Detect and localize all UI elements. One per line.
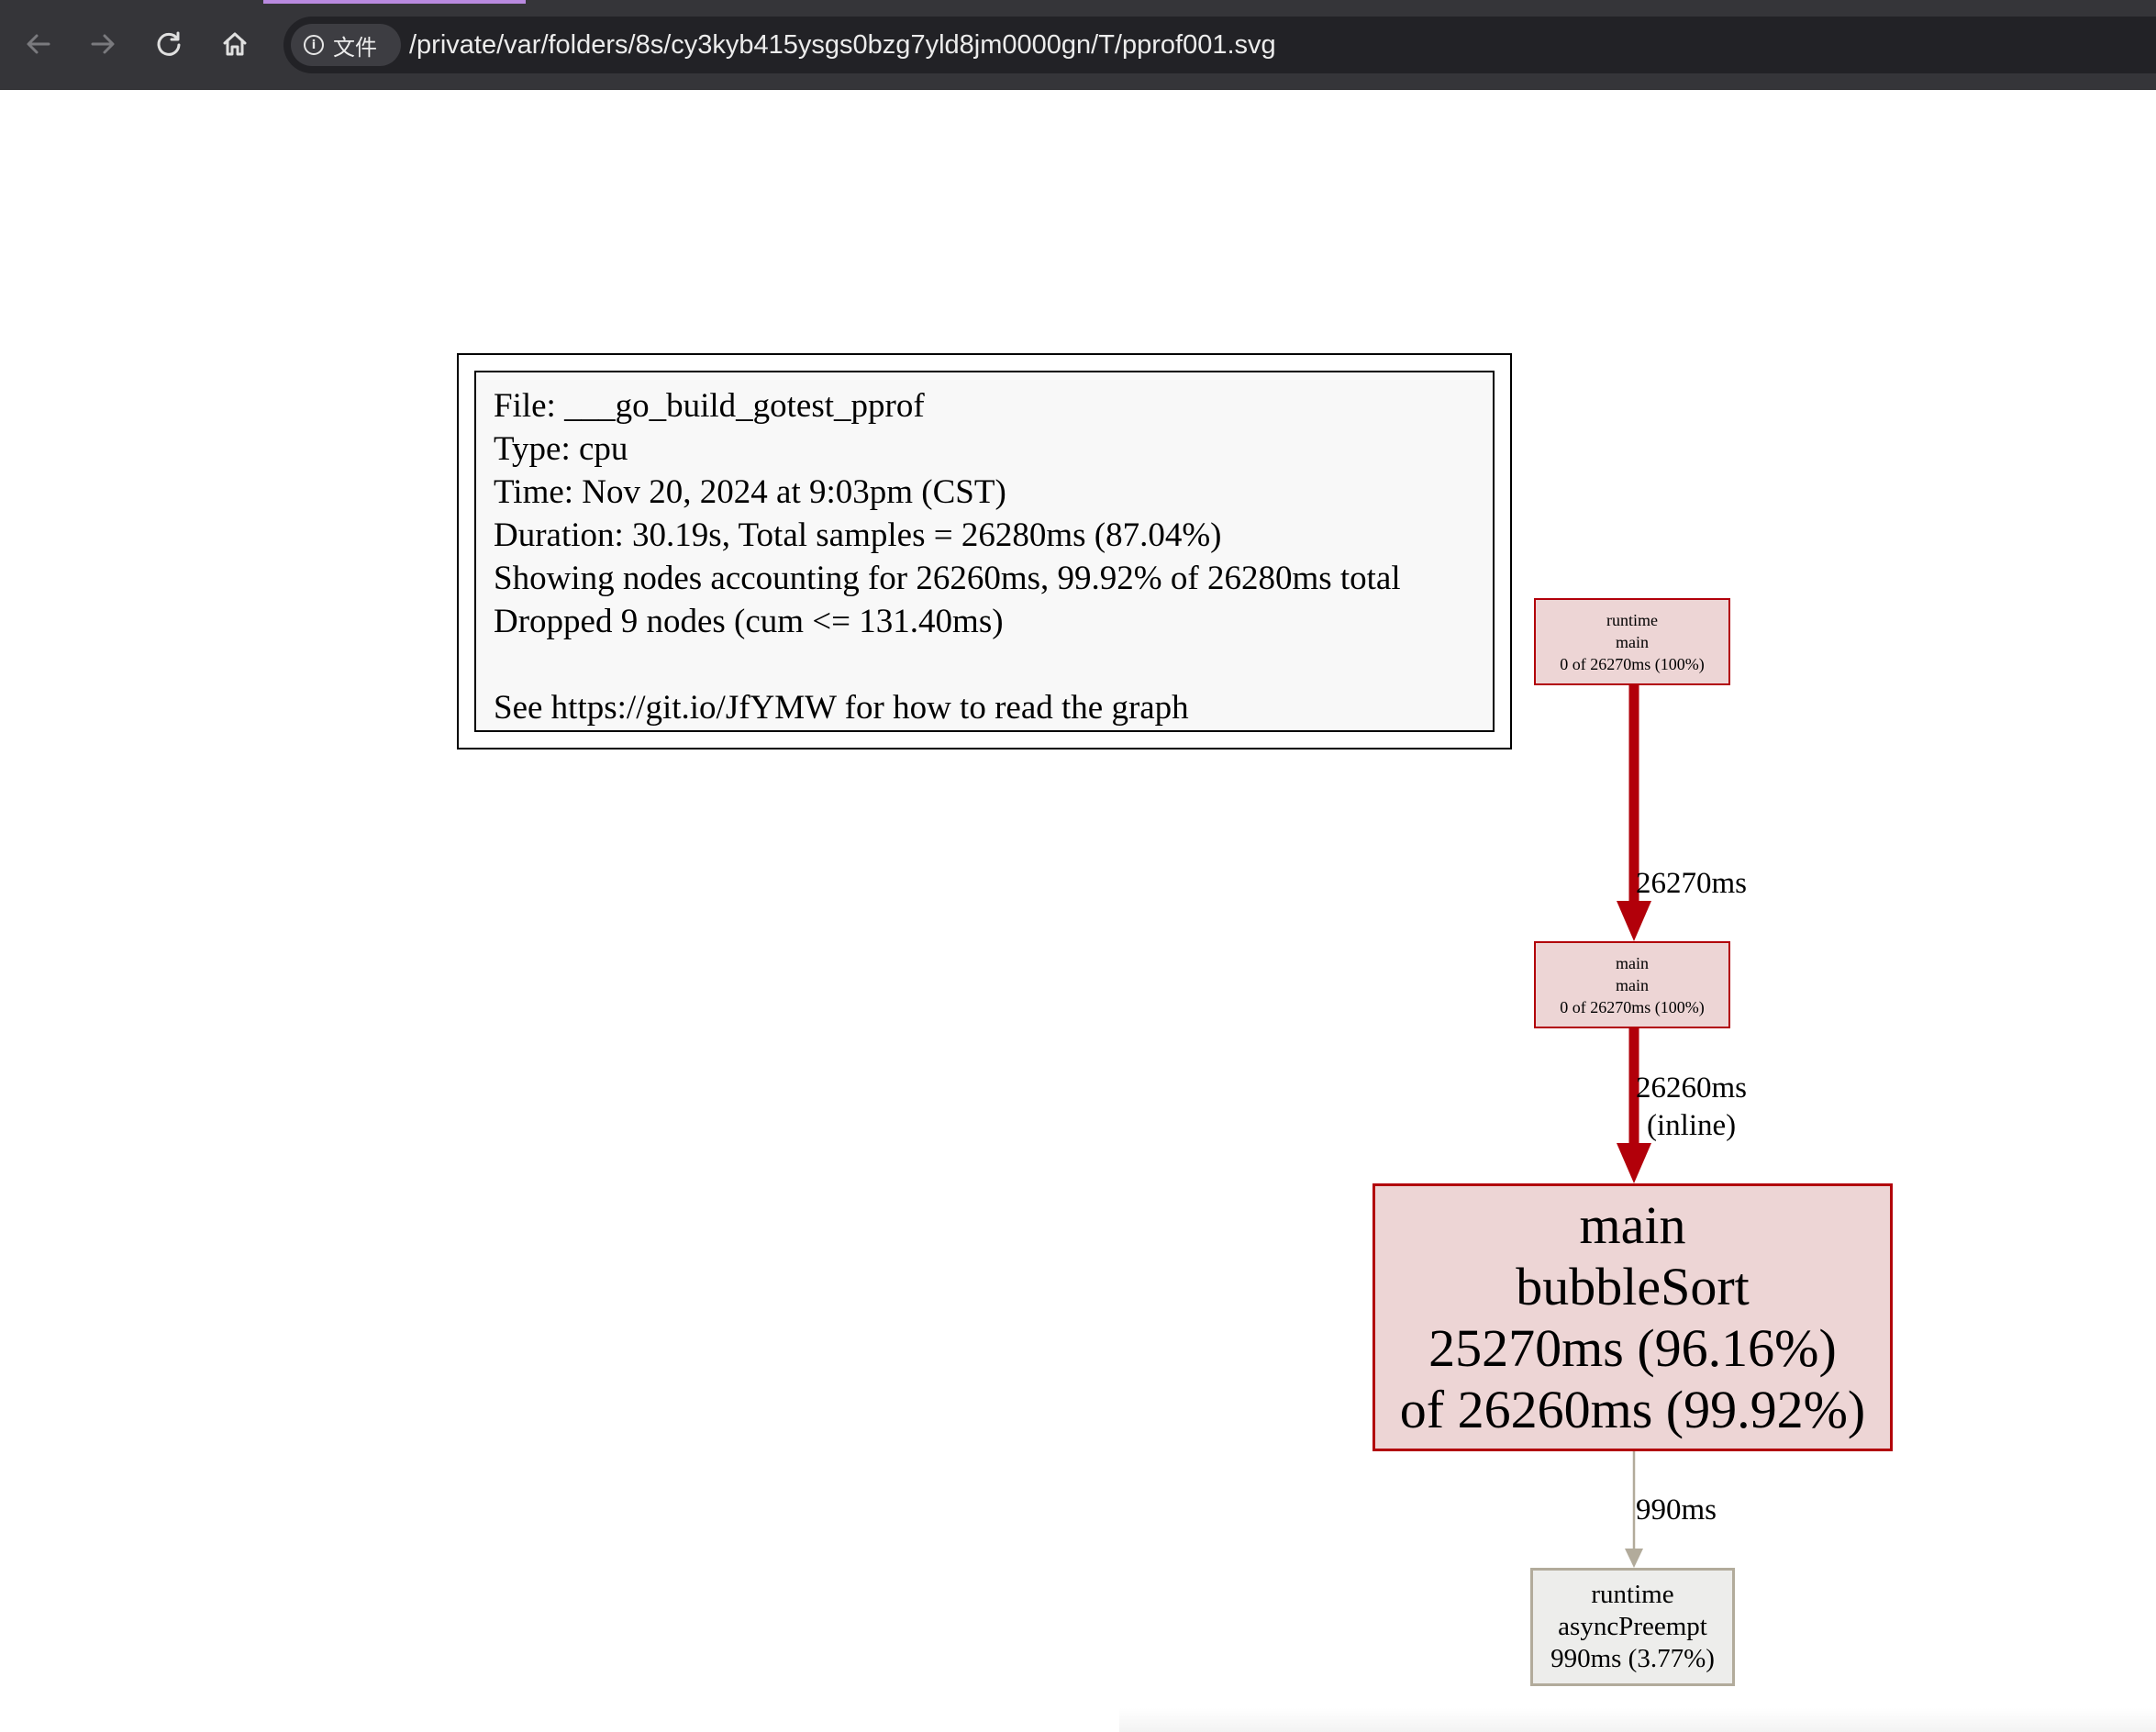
node-stats: 990ms (3.77%)	[1550, 1644, 1715, 1673]
back-button[interactable]	[15, 20, 62, 68]
home-icon	[223, 32, 247, 56]
edge-label-inline: (inline)	[1647, 1109, 1737, 1142]
node-runtime-asyncpreempt[interactable]: runtime asyncPreempt 990ms (3.77%)	[1530, 1568, 1735, 1686]
legend-time: Time: Nov 20, 2024 at 9:03pm (CST)	[494, 473, 1006, 511]
browser-toolbar: i 文件 /private/var/folders/8s/cy3kyb415ys…	[0, 0, 2156, 90]
legend-duration: Duration: 30.19s, Total samples = 26280m…	[494, 516, 1222, 554]
node-main-bubblesort[interactable]: main bubbleSort 25270ms (96.16%) of 2626…	[1373, 1183, 1893, 1451]
reload-button[interactable]	[145, 20, 193, 68]
legend-type: Type: cpu	[494, 430, 628, 468]
url-text[interactable]: /private/var/folders/8s/cy3kyb415ysgs0bz…	[409, 30, 1276, 60]
home-button[interactable]	[211, 20, 259, 68]
site-info-chip[interactable]: i 文件	[291, 24, 401, 66]
edge-label-26260ms: 26260ms	[1636, 1071, 1748, 1105]
forward-arrow-icon	[91, 34, 115, 54]
legend-box: File: ___go_build_gotest_pprof Type: cpu…	[474, 371, 1495, 732]
node-function: main	[1616, 632, 1649, 651]
node-flat: 25270ms (96.16%)	[1428, 1318, 1837, 1378]
legend-spacer	[494, 643, 1493, 686]
edge-runtime-main-to-main-main[interactable]	[1617, 684, 1651, 941]
forward-button[interactable]	[79, 20, 127, 68]
node-function: bubbleSort	[1516, 1257, 1750, 1316]
reload-icon	[157, 31, 181, 56]
node-package: runtime	[1591, 1580, 1674, 1609]
node-package: main	[1579, 1195, 1686, 1255]
info-icon: i	[304, 35, 324, 55]
graph-legend: File: ___go_build_gotest_pprof Type: cpu…	[457, 353, 1512, 749]
node-stats: 0 of 26270ms (100%)	[1560, 654, 1705, 673]
edge-label-26270ms: 26270ms	[1636, 867, 1748, 900]
site-info-label: 文件	[333, 34, 377, 61]
node-runtime-main[interactable]: runtime main 0 of 26270ms (100%)	[1534, 598, 1730, 685]
legend-showing: Showing nodes accounting for 26260ms, 99…	[494, 560, 1401, 597]
node-function: asyncPreempt	[1558, 1612, 1707, 1641]
node-cum: of 26260ms (99.92%)	[1399, 1380, 1866, 1439]
tab-loading-indicator	[263, 0, 526, 4]
node-main-main[interactable]: main main 0 of 26270ms (100%)	[1534, 941, 1730, 1028]
node-stats: 0 of 26270ms (100%)	[1560, 997, 1705, 1016]
edge-label-990ms: 990ms	[1636, 1493, 1717, 1527]
node-package: main	[1616, 953, 1649, 972]
address-bar[interactable]: i 文件 /private/var/folders/8s/cy3kyb415ys…	[283, 17, 2156, 73]
legend-file: File: ___go_build_gotest_pprof	[494, 387, 925, 425]
back-arrow-icon	[27, 34, 50, 54]
bottom-shadow	[1119, 1708, 2156, 1732]
node-package: runtime	[1606, 610, 1658, 629]
legend-see-link: See https://git.io/JfYMW for how to read…	[494, 689, 1189, 727]
node-function: main	[1616, 975, 1649, 994]
legend-dropped: Dropped 9 nodes (cum <= 131.40ms)	[494, 603, 1004, 640]
